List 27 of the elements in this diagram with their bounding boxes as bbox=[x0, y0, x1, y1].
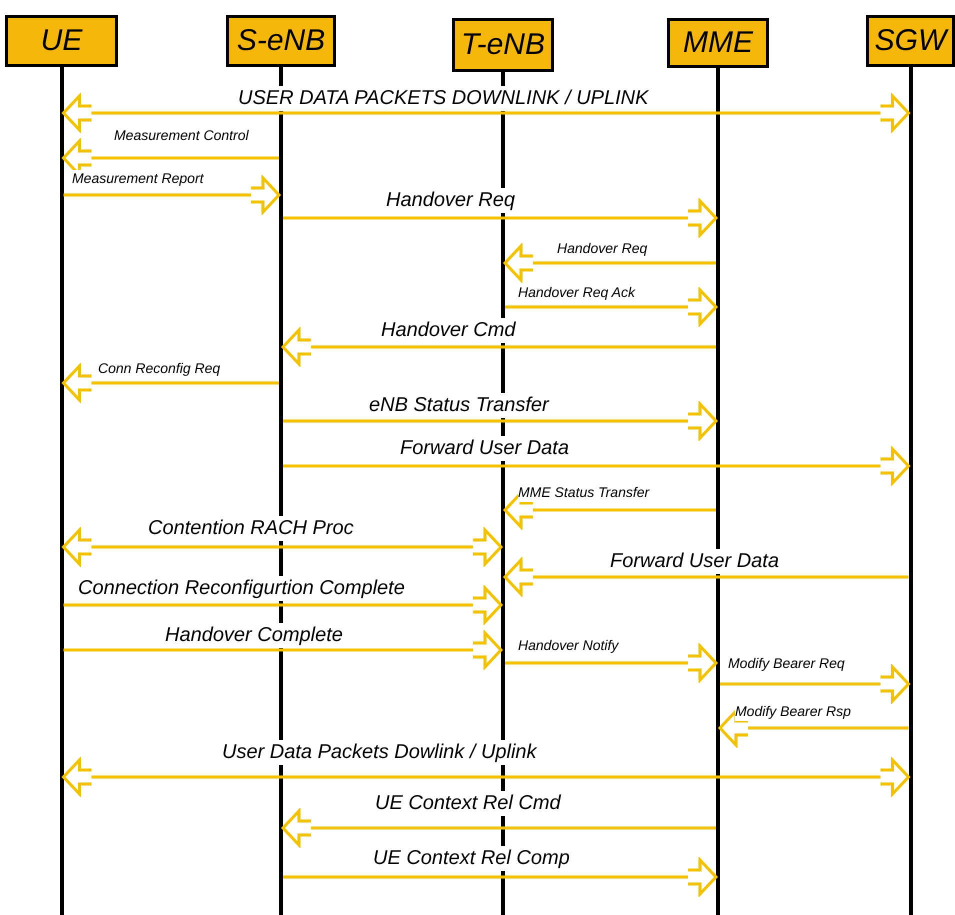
message-label: Handover Cmd bbox=[381, 318, 516, 343]
message-label: Handover Complete bbox=[165, 623, 343, 648]
message-label: Connection Reconfigurtion Complete bbox=[78, 576, 405, 601]
lifeline bbox=[908, 67, 912, 915]
lifeline-header-box: MME bbox=[667, 18, 769, 68]
message-label: Conn Reconfig Req bbox=[98, 360, 220, 378]
message-label: Modify Bearer Req bbox=[728, 655, 845, 672]
message-label: User Data Packets Dowlink / Uplink bbox=[222, 740, 537, 765]
lifeline-header-box: S-eNB bbox=[226, 15, 336, 67]
message-label: Handover Notify bbox=[518, 637, 618, 654]
message-label: UE Context Rel Comp bbox=[373, 846, 570, 871]
message-label: UE Context Rel Cmd bbox=[375, 791, 561, 816]
message-label: Handover Req bbox=[386, 188, 515, 213]
message-label: USER DATA PACKETS DOWNLINK / UPLINK bbox=[238, 86, 648, 111]
lifeline-header-box: UE bbox=[5, 15, 118, 67]
message-label: MME Status Transfer bbox=[518, 484, 650, 502]
lifeline-header-box: SGW bbox=[866, 15, 955, 67]
message-label: Forward User Data bbox=[400, 436, 569, 461]
message-label: Handover Req bbox=[557, 240, 648, 258]
message-label: Measurement Report bbox=[72, 170, 204, 188]
message-label: Contention RACH Proc bbox=[148, 516, 354, 541]
message-label: Forward User Data bbox=[610, 549, 779, 574]
message-label: Modify Bearer Rsp bbox=[735, 703, 851, 720]
lifeline bbox=[60, 67, 64, 915]
lifeline-header-box: T-eNB bbox=[452, 18, 554, 72]
message-label: Handover Req Ack bbox=[518, 284, 635, 302]
message-label: eNB Status Transfer bbox=[369, 393, 549, 418]
